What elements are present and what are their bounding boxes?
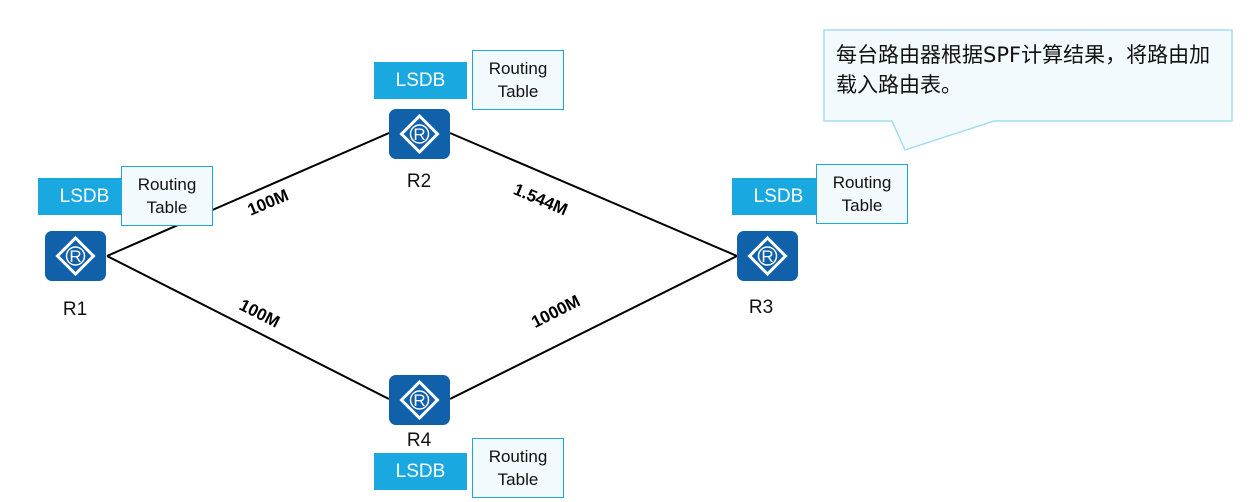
router-icon: R [55, 235, 96, 277]
routing-table-box-r2: Routing Table [472, 50, 564, 110]
link-r2-r3 [449, 132, 738, 257]
router-label-r3: R3 [748, 297, 774, 318]
link-r1-r2 [106, 132, 390, 257]
routing-table-line1: Routing [832, 173, 892, 192]
link-r4-r3 [449, 255, 738, 400]
routing-table-line1: Routing [488, 447, 548, 466]
routing-table-box-r4: Routing Table [472, 438, 564, 498]
svg-text:R: R [69, 247, 81, 266]
lsdb-box-r3: LSDB [732, 178, 825, 215]
lsdb-box-r4: LSDB [374, 453, 467, 490]
routing-table-box-r3: Routing Table [816, 164, 908, 224]
routing-table-line1: Routing [137, 175, 197, 194]
router-r4[interactable]: R [389, 375, 450, 425]
svg-text:R: R [413, 125, 425, 144]
router-icon: R [399, 379, 440, 421]
routing-table-line2: Table [841, 196, 883, 215]
router-r1[interactable]: R [45, 231, 106, 281]
lsdb-box-r1: LSDB [38, 178, 131, 215]
routing-table-line2: Table [497, 82, 539, 101]
svg-text:R: R [413, 391, 425, 410]
routing-table-box-r1: Routing Table [121, 166, 213, 226]
routing-table-line1: Routing [488, 59, 548, 78]
router-label-r4: R4 [406, 430, 432, 451]
router-r3[interactable]: R [737, 231, 798, 281]
router-icon: R [399, 113, 440, 155]
lsdb-box-r2: LSDB [374, 62, 467, 99]
routing-table-line2: Table [146, 198, 188, 217]
svg-text:R: R [761, 247, 773, 266]
link-r1-r4 [106, 255, 390, 400]
routing-table-line2: Table [497, 470, 539, 489]
router-icon: R [747, 235, 788, 277]
callout-text: 每台路由器根据SPF计算结果，将路由加载入路由表。 [836, 43, 1211, 97]
router-r2[interactable]: R [389, 109, 450, 159]
router-label-r1: R1 [62, 299, 88, 320]
router-label-r2: R2 [406, 171, 432, 192]
